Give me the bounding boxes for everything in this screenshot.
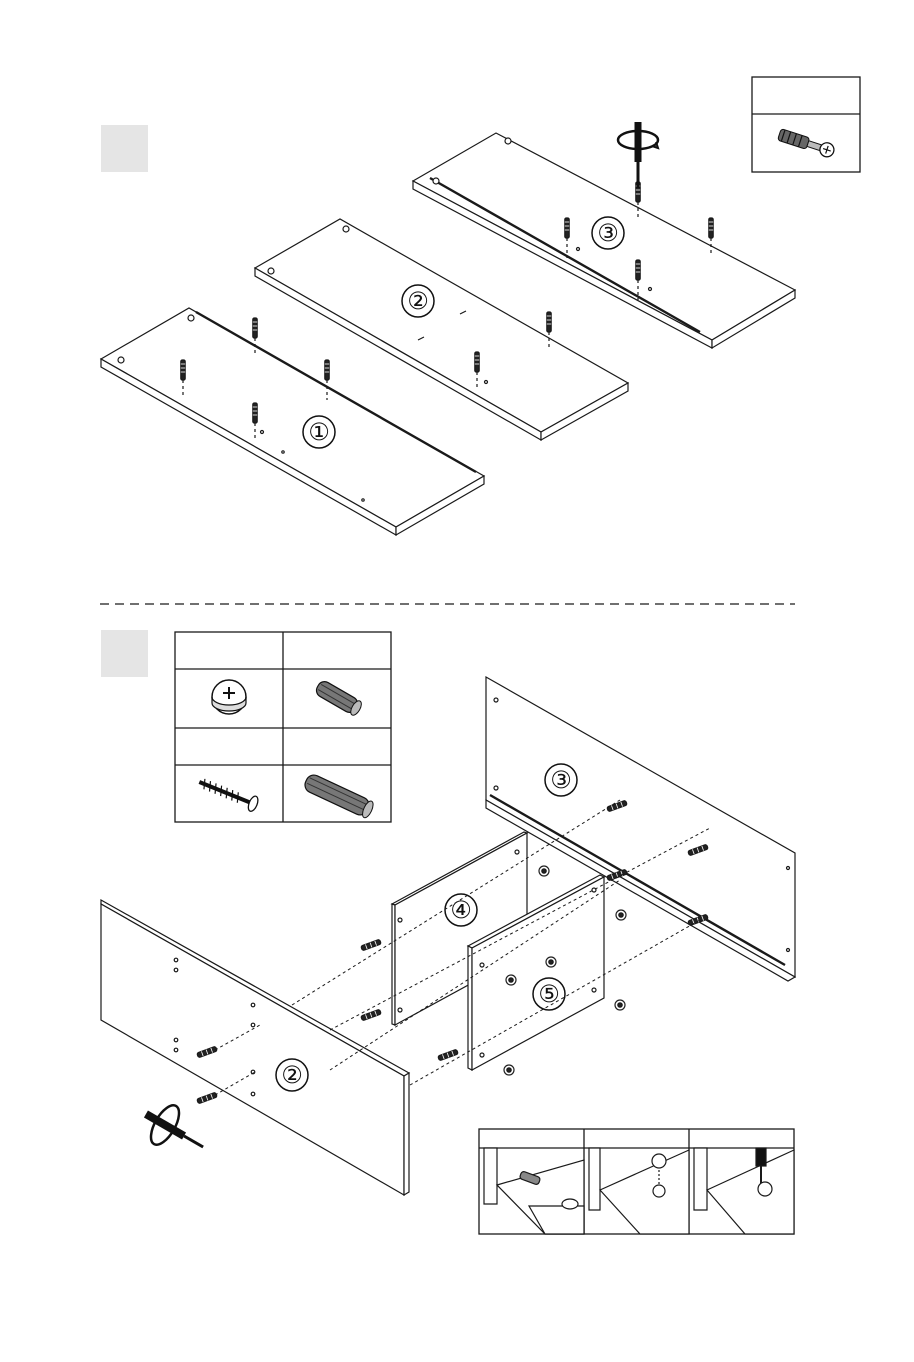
step1-hardware-box xyxy=(752,77,860,172)
screwdriver-icon xyxy=(618,122,658,188)
part-label-2-step2: ② xyxy=(281,1061,303,1089)
part-label-4: ④ xyxy=(450,896,472,924)
part-label-3-step1: ③ xyxy=(597,219,619,247)
part-label-2-step1: ② xyxy=(407,287,429,315)
part-label-1-step1: ① xyxy=(308,418,330,446)
step2-badge xyxy=(101,630,148,677)
screwdriver-icon-step2 xyxy=(135,1095,214,1166)
part-label-5: ⑤ xyxy=(538,980,560,1008)
part-label-3-step2: ③ xyxy=(550,766,572,794)
step1-badge xyxy=(101,125,148,172)
cam-lock-icon xyxy=(212,680,246,714)
step2-hardware-table xyxy=(175,632,391,822)
